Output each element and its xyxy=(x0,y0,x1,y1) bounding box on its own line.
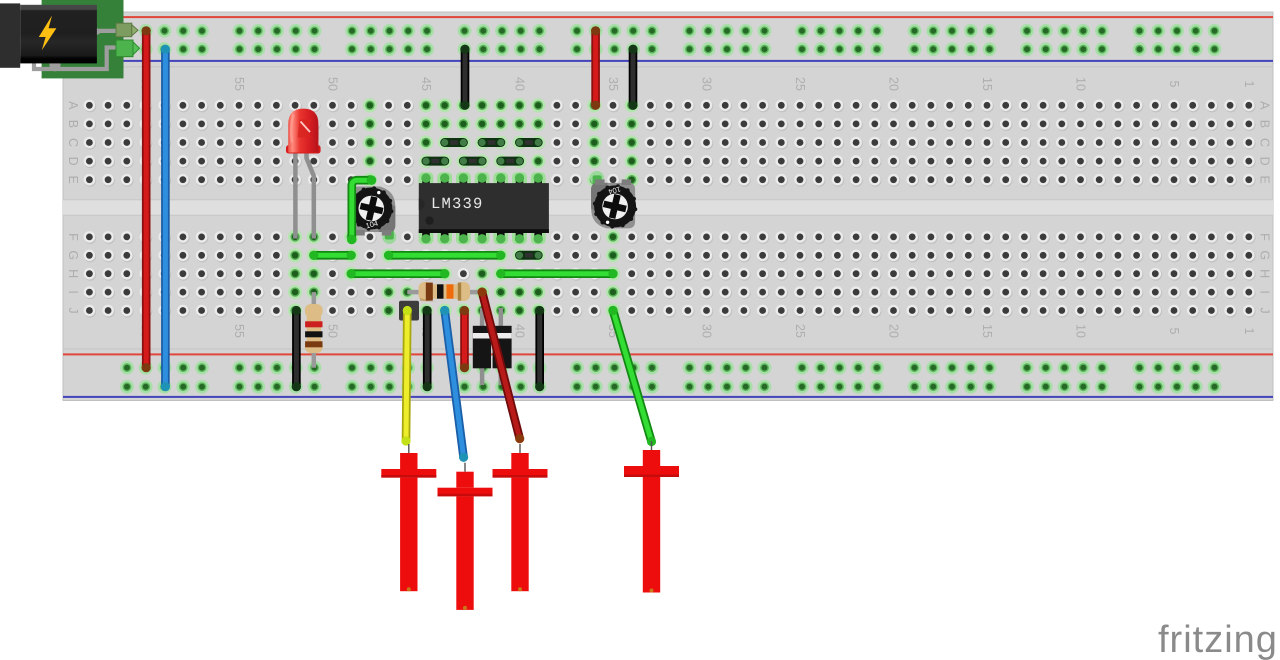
svg-text:fritzing: fritzing xyxy=(1158,619,1278,660)
svg-text:104: 104 xyxy=(607,185,621,197)
svg-text:A: A xyxy=(1258,101,1272,110)
svg-text:40: 40 xyxy=(513,324,527,338)
svg-text:J: J xyxy=(66,307,80,313)
svg-text:10: 10 xyxy=(1074,324,1088,338)
svg-text:I: I xyxy=(66,290,80,293)
svg-text:15: 15 xyxy=(980,77,994,91)
svg-text:50: 50 xyxy=(326,77,340,91)
svg-text:25: 25 xyxy=(793,324,807,338)
svg-text:1: 1 xyxy=(1242,328,1256,335)
svg-text:I: I xyxy=(1258,290,1272,293)
svg-text:C: C xyxy=(1258,138,1272,147)
svg-text:55: 55 xyxy=(232,324,246,338)
svg-text:D: D xyxy=(1258,157,1272,166)
svg-text:G: G xyxy=(66,250,80,260)
svg-text:H: H xyxy=(66,269,80,278)
svg-text:104: 104 xyxy=(365,219,379,231)
svg-text:50: 50 xyxy=(326,324,340,338)
svg-text:40: 40 xyxy=(513,77,527,91)
svg-text:30: 30 xyxy=(700,77,714,91)
svg-text:30: 30 xyxy=(700,324,714,338)
svg-text:LM339: LM339 xyxy=(431,195,484,213)
svg-text:D: D xyxy=(66,157,80,166)
svg-text:H: H xyxy=(1258,269,1272,278)
svg-text:35: 35 xyxy=(606,77,620,91)
svg-text:E: E xyxy=(1258,176,1272,184)
svg-text:G: G xyxy=(1258,250,1272,260)
svg-text:E: E xyxy=(66,176,80,184)
svg-text:45: 45 xyxy=(419,77,433,91)
svg-text:1: 1 xyxy=(1242,81,1256,88)
svg-text:5: 5 xyxy=(1167,328,1181,335)
svg-text:55: 55 xyxy=(232,77,246,91)
svg-text:F: F xyxy=(1258,233,1272,241)
svg-text:C: C xyxy=(66,138,80,147)
svg-text:10: 10 xyxy=(1074,77,1088,91)
svg-text:B: B xyxy=(66,120,80,128)
svg-text:J: J xyxy=(1258,307,1272,313)
svg-text:20: 20 xyxy=(887,324,901,338)
svg-text:F: F xyxy=(66,233,80,241)
svg-text:5: 5 xyxy=(1167,81,1181,88)
svg-text:15: 15 xyxy=(980,324,994,338)
svg-text:20: 20 xyxy=(887,77,901,91)
svg-text:B: B xyxy=(1258,120,1272,128)
svg-text:A: A xyxy=(66,101,80,110)
svg-text:25: 25 xyxy=(793,77,807,91)
